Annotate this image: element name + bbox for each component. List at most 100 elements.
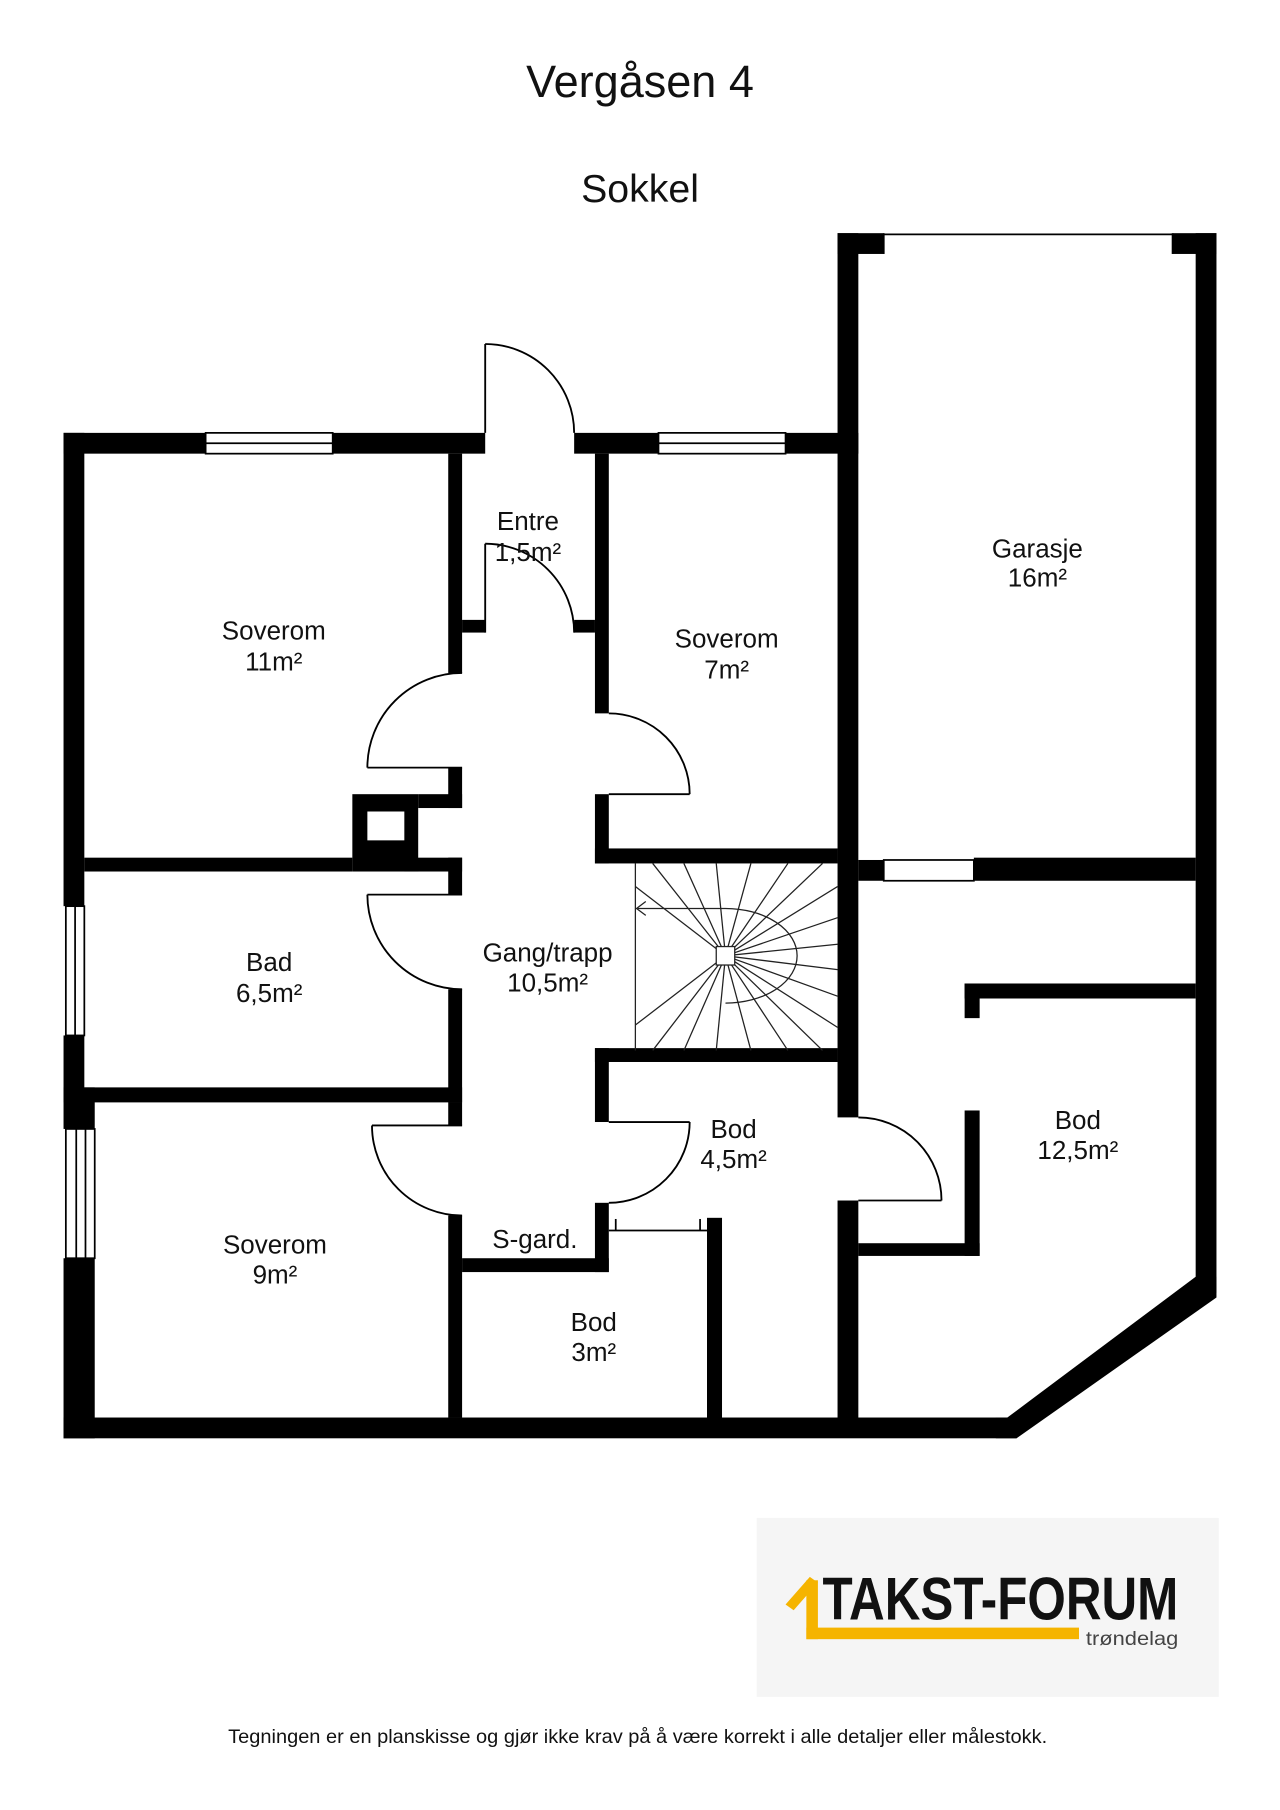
room-name: Bod [1055, 1105, 1101, 1135]
door-arc [858, 1116, 943, 1201]
room-label-soverom-9: Soverom 9m² [223, 1230, 327, 1290]
stair-step [725, 885, 838, 957]
company-logo: TAKST-FORUM trøndelag [756, 1517, 1219, 1697]
door-soverom-11 [366, 672, 463, 769]
room-area: 11m² [245, 647, 303, 677]
door-bod-4-5 [608, 1121, 691, 1204]
page-title: Vergåsen 4 [526, 56, 754, 107]
bod-3-opening [608, 1218, 708, 1232]
stair-step [715, 955, 727, 1051]
wall [63, 432, 85, 907]
wall [574, 432, 659, 454]
stair-step [652, 863, 726, 957]
room-area: 1,5m² [495, 537, 562, 567]
room-area: 7m² [704, 655, 749, 685]
room-label-bod-3: Bod 3m² [571, 1307, 617, 1367]
stair-step [725, 955, 838, 1028]
window-soverom-7 [657, 432, 787, 455]
room-name: Bod [571, 1307, 617, 1337]
door-arc [485, 343, 576, 433]
stair-step [725, 943, 838, 957]
room-label-garasje: Garasje 16m² [992, 534, 1083, 593]
wall [63, 1258, 95, 1439]
door-entre-inner [484, 542, 576, 633]
logo-vertical-bar [806, 1580, 818, 1640]
room-area: 3m² [571, 1337, 616, 1367]
window-bad [64, 905, 86, 1037]
door-bod-12-5 [858, 1116, 943, 1202]
wall [837, 233, 859, 1118]
wall [332, 432, 486, 454]
room-label-s-gard: S-gard. [492, 1224, 577, 1254]
room-label-entre: Entre 1,5m² [495, 506, 562, 567]
window-soverom-11 [204, 432, 334, 455]
logo-underline-bar [806, 1627, 1079, 1640]
door-arc [485, 542, 576, 633]
staircase [634, 862, 838, 1051]
wall [63, 1035, 85, 1103]
wall [448, 1215, 463, 1418]
stair-step [634, 955, 726, 1026]
room-area: 16m² [1008, 562, 1068, 592]
room-name: Soverom [222, 616, 326, 646]
room-name: Gang/trapp [483, 938, 613, 968]
garage-inner-opening [882, 859, 975, 882]
stair-step [724, 863, 789, 957]
room-name: Soverom [675, 624, 779, 654]
logo-house-mark [785, 1576, 1079, 1640]
wall [594, 1048, 609, 1123]
logo-background [756, 1517, 1219, 1697]
walls [63, 233, 1217, 1439]
shaft-void [367, 811, 405, 841]
room-name: Entre [497, 506, 559, 536]
wall [837, 233, 884, 254]
stair-step [715, 863, 727, 956]
wall [63, 432, 206, 454]
room-name: Bod [710, 1114, 756, 1144]
wall [707, 1217, 723, 1420]
room-label-soverom-11: Soverom 11m² [222, 616, 326, 677]
room-name: Garasje [992, 534, 1083, 564]
stair-step [725, 955, 838, 971]
room-area: 12,5m² [1037, 1135, 1118, 1165]
wall [84, 1087, 463, 1103]
room-label-bad: Bad 6,5m² [236, 947, 303, 1008]
wall [964, 983, 1196, 999]
stair-step [652, 955, 726, 1051]
wall [448, 989, 463, 1103]
wall [404, 857, 463, 872]
stair-step [634, 886, 726, 957]
stair-step [725, 917, 838, 957]
room-label-gang-trapp: Gang/trapp 10,5m² [483, 938, 613, 998]
room-area: 9m² [253, 1260, 298, 1290]
stair-step [725, 955, 823, 1051]
wall [594, 453, 609, 714]
stair-step [724, 955, 752, 1051]
wall [84, 857, 353, 872]
room-name: Soverom [223, 1230, 327, 1260]
stair-newel [715, 945, 736, 966]
wall [1195, 233, 1217, 1293]
wall [858, 859, 884, 881]
door-arc [608, 1122, 691, 1204]
logo-brand-name: TAKST-FORUM [823, 1566, 1179, 1633]
stair-step [725, 955, 838, 997]
stair-step [725, 862, 823, 957]
wall-diagonal [995, 1276, 1217, 1439]
door-arc [366, 894, 463, 991]
room-name: Bad [246, 947, 292, 977]
door-soverom-9 [371, 1124, 463, 1217]
door-arc [371, 1125, 463, 1217]
room-area: 10,5m² [507, 968, 588, 998]
window-soverom-9 [64, 1128, 96, 1260]
disclaimer-text: Tegningen er en planskisse og gjør ikke … [228, 1727, 1047, 1748]
logo-region-name: trøndelag [1086, 1628, 1178, 1650]
door-arc [608, 712, 691, 795]
wall [63, 1417, 1017, 1439]
wall [973, 857, 1196, 881]
door-entrance [484, 343, 576, 433]
room-area: 4,5m² [700, 1144, 767, 1174]
wall [964, 983, 980, 1019]
wall [594, 1202, 609, 1273]
